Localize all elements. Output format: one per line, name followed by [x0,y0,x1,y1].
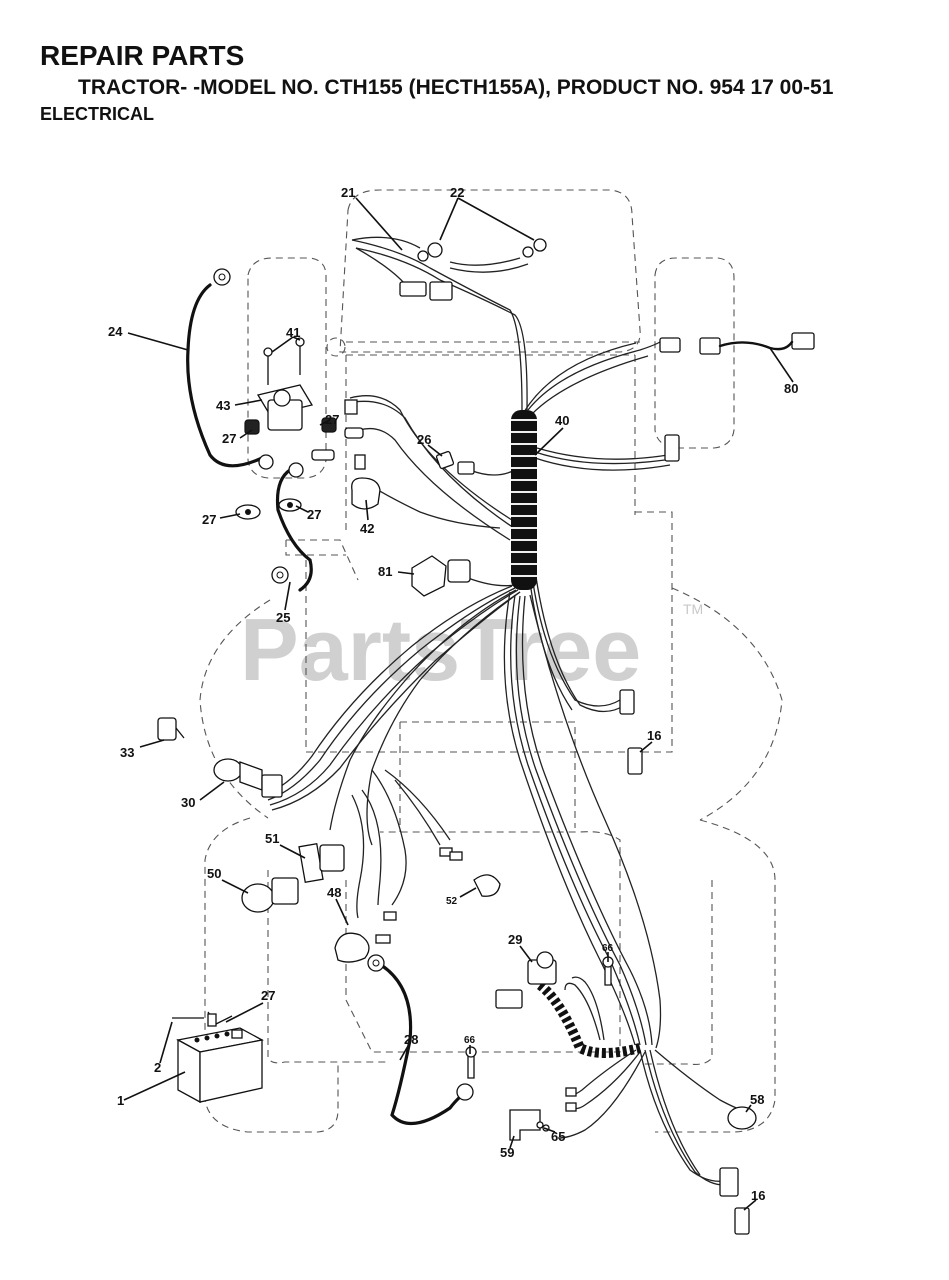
headlight-bulbs [417,238,547,262]
callout-27-e: 27 [261,988,275,1003]
harness-conduit [511,410,642,1058]
battery [172,1011,264,1104]
callout-58: 58 [750,1092,764,1107]
switch-51-50 [241,842,345,913]
callout-1: 1 [117,1093,124,1108]
relay [411,555,471,597]
callout-27-c: 27 [202,512,216,527]
callout-40: 40 [555,413,569,428]
callout-66-a: 66 [602,943,614,954]
connector-26 [435,450,475,475]
callout-43: 43 [216,398,230,413]
ignition-switch [213,758,283,798]
starter-solenoid [244,337,337,478]
callout-52: 52 [446,896,458,907]
bracket-59-65 [509,1087,577,1141]
connector-16-bottom [719,1167,750,1235]
main-harness [263,236,743,1186]
callout-27-d: 27 [307,507,321,522]
callout-21: 21 [341,185,355,200]
watermark: PartsTree [240,600,641,699]
callout-50: 50 [207,866,221,881]
seat-switch-29 [495,951,557,1009]
connector-16-top [619,689,643,775]
callout-2: 2 [154,1060,161,1075]
page-title: REPAIR PARTS [40,40,245,71]
section-title: ELECTRICAL [40,104,154,124]
callout-labels: 21 22 24 41 43 27 27 27 27 26 40 80 42 8… [108,185,798,1203]
bulb-52-48 [334,847,501,963]
fuse-holder [311,399,366,470]
callout-30: 30 [181,795,195,810]
callout-16-a: 16 [647,728,661,743]
callout-22: 22 [450,185,464,200]
callout-51: 51 [265,831,279,846]
component-58 [727,1106,757,1130]
callout-24: 24 [108,324,123,339]
callout-80: 80 [784,381,798,396]
callout-16-b: 16 [751,1188,765,1203]
callout-59: 59 [500,1145,514,1160]
callout-28: 28 [404,1032,418,1047]
fuse-33 [157,717,185,741]
callout-66-b: 66 [464,1035,476,1046]
callout-29: 29 [508,932,522,947]
callout-27-a: 27 [222,431,236,446]
callout-41: 41 [286,325,300,340]
nuts [235,498,302,520]
callout-81: 81 [378,564,392,579]
callout-27-b: 27 [325,412,339,427]
battery-cables [186,283,472,1126]
watermark-tm: TM [683,601,703,617]
headlight-harness-part [399,281,453,301]
callout-48: 48 [327,885,341,900]
connector-80 [659,332,815,462]
callout-33: 33 [120,745,134,760]
battery-ring-terminal [213,268,474,1101]
callout-26: 26 [417,432,431,447]
callout-42: 42 [360,521,374,536]
ground-strap [351,477,381,510]
leader-lines [123,197,794,1211]
model-line: TRACTOR- -MODEL NO. CTH155 (HECTH155A), … [78,76,834,99]
callout-65: 65 [551,1129,565,1144]
callout-25: 25 [276,610,290,625]
